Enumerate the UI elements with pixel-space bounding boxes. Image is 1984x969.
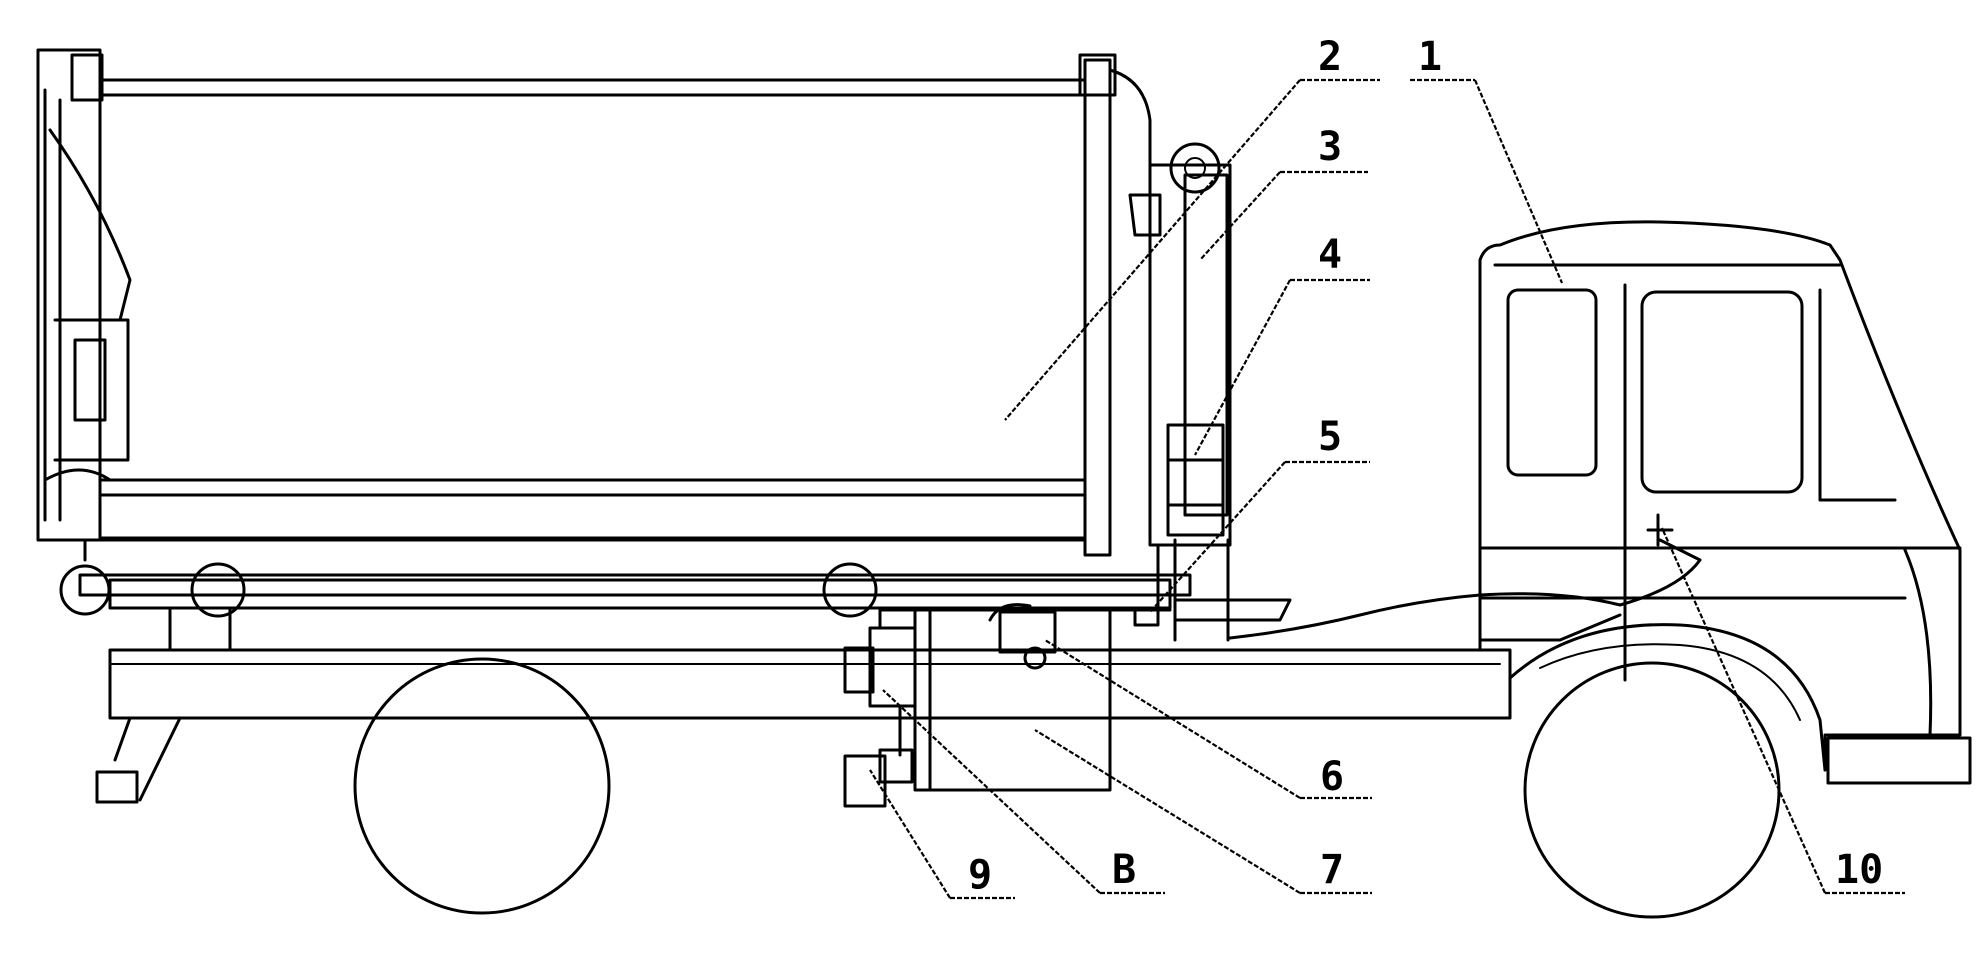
- hydraulic-tank-assembly: [843, 603, 1172, 808]
- switch-10: [1646, 513, 1674, 547]
- rear-roller: [59, 564, 111, 616]
- callout-5: 5: [1318, 414, 1342, 460]
- hydraulic-hose-5: [1133, 543, 1160, 627]
- truck-cab: [1478, 220, 1972, 785]
- callout-8: B: [1112, 847, 1136, 893]
- callout-10: 10: [1835, 847, 1883, 893]
- front-bulkhead: [1078, 53, 1152, 557]
- front-bumper: [1826, 736, 1972, 785]
- control-cable: [1228, 538, 1702, 640]
- cab-rear-window: [1506, 288, 1598, 477]
- roller-2: [190, 562, 246, 618]
- chassis-frame: [95, 578, 1512, 804]
- callout-2: 2: [1318, 34, 1342, 80]
- callout-3: 3: [1318, 124, 1342, 170]
- lift-mechanism: [1128, 142, 1292, 642]
- rear-wheel: [353, 657, 611, 915]
- cab-door-window: [1640, 290, 1804, 494]
- callout-7: 7: [1320, 847, 1344, 893]
- callout-4: 4: [1318, 232, 1342, 278]
- front-wheel: [1523, 661, 1781, 919]
- hydraulic-tank-7: [913, 608, 1112, 792]
- roller-3: [822, 562, 878, 618]
- front-wheel-arch: [1508, 623, 1827, 772]
- pump-6: [998, 610, 1057, 654]
- lift-cylinder-4: [1166, 423, 1225, 507]
- valve-8: [868, 626, 917, 708]
- pulley-2: [1169, 142, 1221, 194]
- rear-tailgate: [36, 48, 132, 562]
- garbage-container: [78, 78, 1192, 597]
- leader-lines: [869, 78, 1905, 900]
- callout-6: 6: [1320, 754, 1344, 800]
- callout-1: 1: [1418, 34, 1442, 80]
- callout-9: 9: [968, 852, 992, 898]
